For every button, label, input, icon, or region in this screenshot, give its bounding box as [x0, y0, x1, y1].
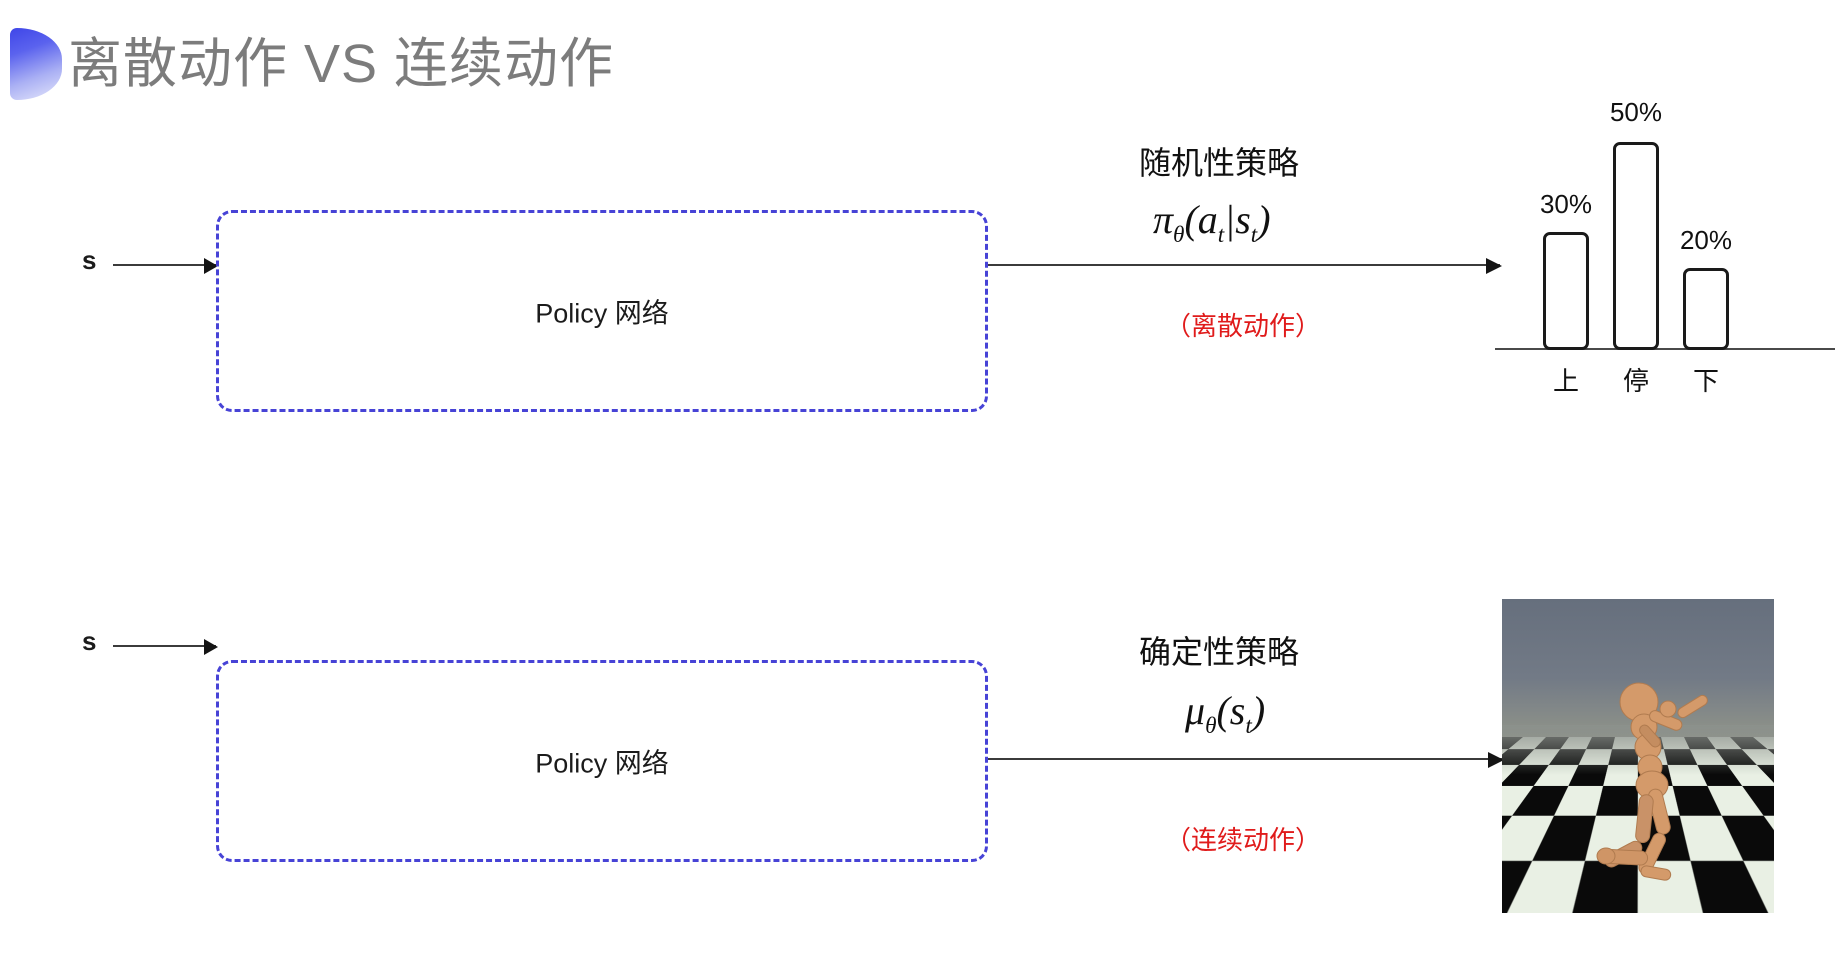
title-bullet-icon — [10, 28, 62, 100]
policy-network-label-row2: Policy 网络 — [535, 748, 669, 779]
state-label-row2: s — [82, 626, 97, 656]
policy-note-row1: （离散动作） — [1165, 311, 1322, 341]
state-label-row1: s — [82, 245, 97, 275]
action-probability-bar-chart: 30% 50% 20% 上 停 下 — [1495, 97, 1835, 410]
formula-close2: ) — [1251, 688, 1266, 733]
policy-formula-row1: πθ(at|st) — [1153, 196, 1271, 249]
chart-x-axis — [1495, 348, 1835, 350]
formula-s-sub2: t — [1245, 713, 1252, 739]
formula-bar-s: |s — [1224, 197, 1251, 242]
formula-theta2: θ — [1205, 713, 1217, 739]
formula-a-sub: t — [1217, 222, 1225, 248]
formula-close: ) — [1257, 197, 1271, 242]
bar-group-0: 30% — [1539, 110, 1593, 350]
output-arrow-row1 — [988, 258, 1502, 274]
bar-value-2: 20% — [1679, 225, 1733, 255]
page-title: 离散动作 VS 连续动作 — [68, 34, 615, 94]
policy-note-row2: （连续动作） — [1165, 825, 1322, 855]
bar-category-2: 下 — [1692, 366, 1720, 396]
policy-network-box-row2[interactable]: Policy 网络 — [216, 660, 988, 862]
bar-group-1: 50% — [1610, 97, 1662, 350]
policy-formula-row2: μθ(st) — [1185, 687, 1265, 740]
bar-category-1: 停 — [1622, 366, 1650, 396]
bar-value-1: 50% — [1609, 97, 1663, 127]
humanoid-simulation-image — [1502, 599, 1774, 913]
formula-s-sub: t — [1250, 222, 1258, 248]
bar-value-0: 30% — [1539, 189, 1593, 219]
policy-name-row2: 确定性策略 — [1139, 634, 1300, 670]
policy-network-label-row1: Policy 网络 — [535, 298, 669, 329]
output-arrow-row2 — [988, 752, 1504, 768]
bar-1 — [1613, 142, 1659, 350]
policy-name-row1: 随机性策略 — [1139, 145, 1300, 181]
formula-theta: θ — [1173, 222, 1185, 248]
humanoid-figure-icon — [1596, 682, 1708, 881]
formula-pi: π — [1153, 197, 1174, 242]
formula-mu: μ — [1185, 688, 1206, 733]
input-arrow-row1 — [113, 258, 218, 274]
input-arrow-row2 — [113, 639, 218, 655]
formula-open-s: (s — [1216, 688, 1246, 733]
bar-0 — [1543, 232, 1589, 350]
bar-2 — [1683, 268, 1729, 350]
bar-category-0: 上 — [1552, 366, 1580, 396]
slide-right-edge — [1842, 0, 1846, 966]
bar-group-2: 20% — [1679, 110, 1733, 350]
formula-open-a: (a — [1184, 197, 1218, 242]
policy-network-box-row1[interactable]: Policy 网络 — [216, 210, 988, 412]
